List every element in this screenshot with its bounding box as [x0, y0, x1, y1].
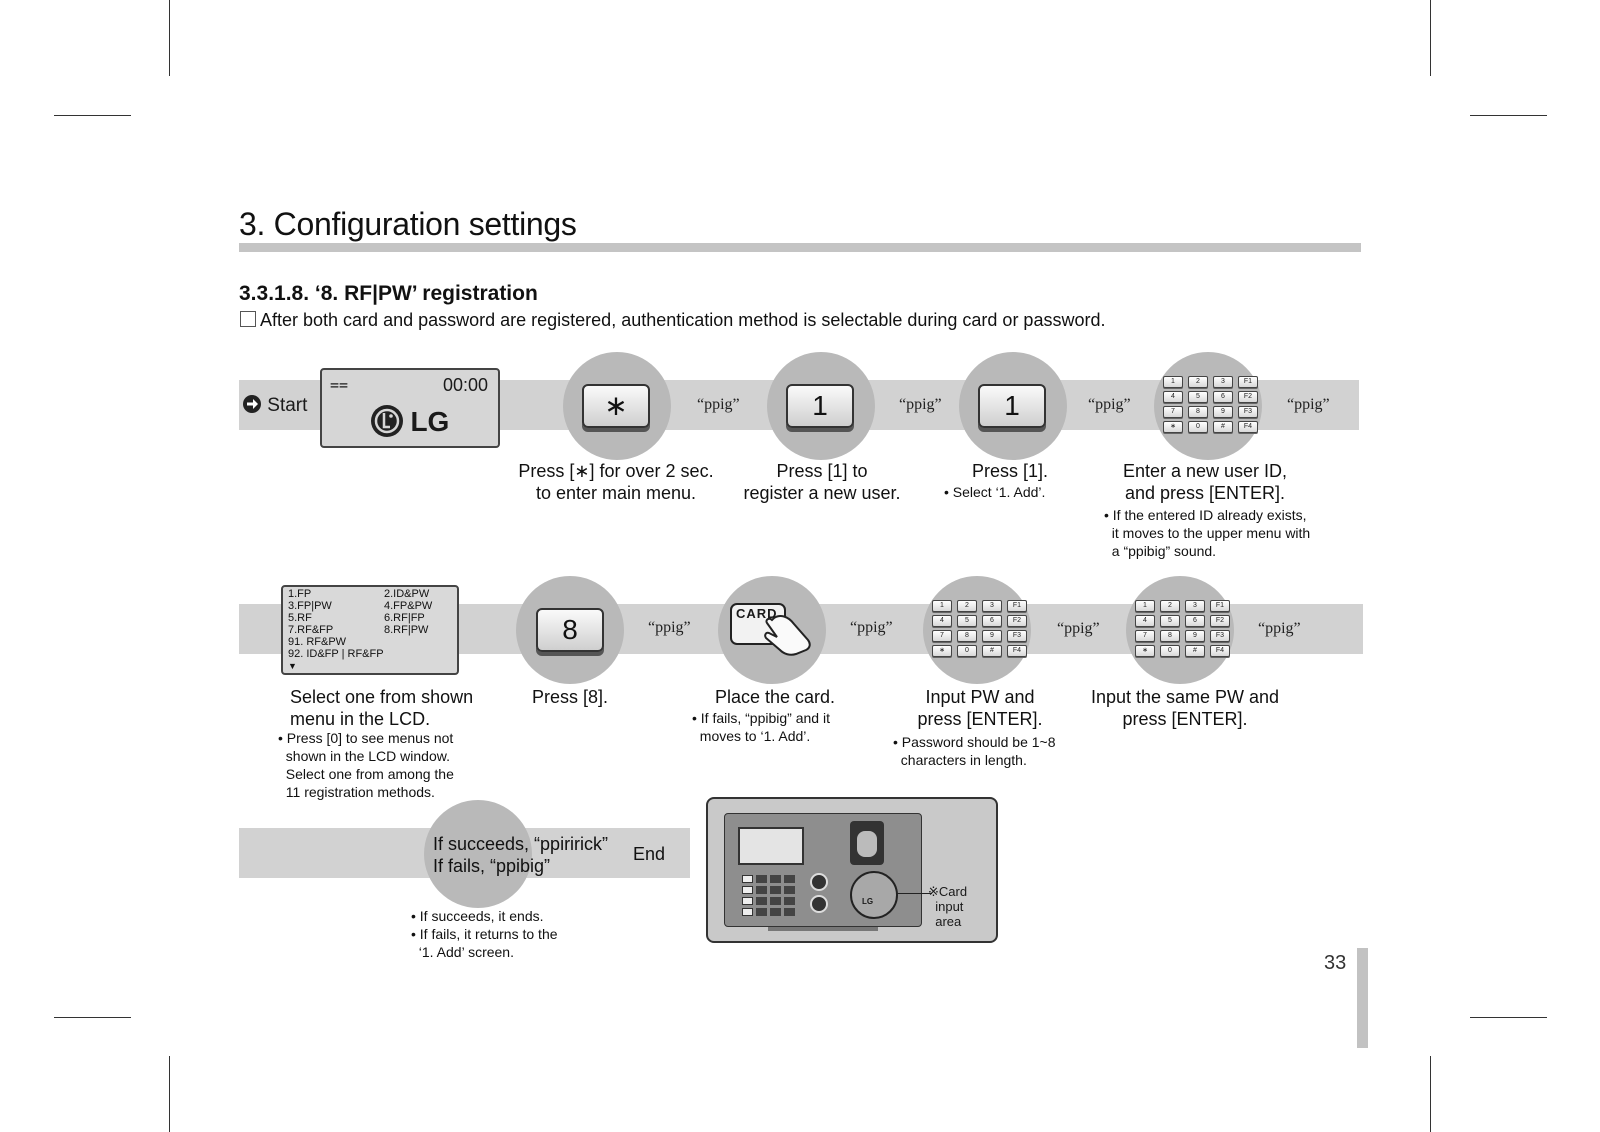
- card-icon: CARD: [730, 602, 814, 661]
- lcd-menu-screen: 1.FP 2.ID&PW 3.FP|PW 4.FP&PW 5.RF 6.RF|F…: [281, 585, 459, 675]
- step-caption: Input the same PW and press [ENTER].: [1090, 687, 1280, 729]
- card-area-callout: ※Card input area: [928, 884, 968, 929]
- card-label: CARD: [736, 606, 778, 621]
- lcd-idle-screen: == 00:00 LG: [320, 368, 500, 448]
- page-tab-bar: [1357, 948, 1368, 1048]
- end-label: End: [633, 844, 666, 864]
- checkbox-icon: [240, 311, 256, 327]
- step-caption: Press [1] to register a new user.: [743, 461, 901, 503]
- lcd-clock: 00:00: [442, 375, 488, 395]
- sound-label: “ppig”: [1258, 620, 1301, 637]
- star-key: ∗: [582, 384, 650, 428]
- device-logo: LG: [862, 897, 874, 906]
- key-1: 1: [978, 384, 1046, 428]
- sound-label: “ppig”: [899, 396, 942, 413]
- card-hand-icon: [730, 603, 811, 656]
- step-caption: Select one from shown menu in the LCD.: [290, 687, 474, 729]
- step-note: • Select ‘1. Add’.: [944, 484, 1046, 500]
- sound-label: “ppig”: [648, 619, 691, 636]
- menu-item: 1.FP: [288, 588, 312, 600]
- device-base: [768, 927, 878, 931]
- device-button: [810, 873, 828, 891]
- arrow-circle-icon: [243, 395, 261, 413]
- device-screen: [738, 827, 804, 865]
- start-marker: Start: [242, 394, 307, 417]
- step-note: • Password should be 1~8 characters in l…: [893, 734, 1056, 768]
- menu-item: 92. ID&FP | RF&FP: [288, 648, 384, 660]
- step-note: • If fails, “ppibig” and it moves to ‘1.…: [692, 710, 830, 744]
- sound-label: “ppig”: [697, 396, 740, 413]
- lg-logo: LG: [370, 404, 449, 438]
- step-caption: Input PW and press [ENTER].: [917, 687, 1043, 729]
- result-note: • If succeeds, it ends. • If fails, it r…: [411, 908, 558, 960]
- step-caption: Press [1].: [971, 461, 1049, 481]
- sound-label: “ppig”: [1088, 396, 1131, 413]
- step-caption: Press [8].: [531, 687, 609, 707]
- card-reader-area: LG: [850, 871, 898, 919]
- intro-text: After both card and password are registe…: [240, 310, 1105, 331]
- terminal-device: LG ※Card input area: [706, 797, 998, 943]
- crop-mark: [54, 115, 131, 116]
- crop-mark: [169, 1056, 170, 1132]
- title-rule: [239, 243, 1361, 252]
- menu-item: 6.RF|FP: [384, 612, 425, 624]
- menu-item: 91. RF&PW: [288, 636, 347, 648]
- start-label: Start: [267, 395, 308, 416]
- lg-wordmark: LG: [410, 406, 450, 437]
- menu-item: 5.RF: [288, 612, 312, 624]
- crop-mark: [1430, 1056, 1431, 1132]
- step-note: • If the entered ID already exists, it m…: [1104, 507, 1311, 559]
- step-caption: Press [∗] for over 2 sec. to enter main …: [518, 461, 714, 503]
- crop-mark: [54, 1017, 131, 1018]
- fingerprint-sensor: [850, 821, 884, 865]
- step-caption: Place the card.: [714, 687, 836, 707]
- crop-mark: [1470, 1017, 1547, 1018]
- sound-label: “ppig”: [1287, 396, 1330, 413]
- result-text: If succeeds, “ppiririck” If fails, “ppib…: [433, 834, 609, 876]
- crop-mark: [169, 0, 170, 76]
- menu-item: 4.FP&PW: [384, 600, 433, 612]
- page-number: 33: [1324, 952, 1347, 974]
- menu-item: 7.RF&FP: [288, 624, 334, 636]
- sound-label: “ppig”: [850, 619, 893, 636]
- intro-sentence: After both card and password are registe…: [260, 310, 1106, 330]
- step-note: • Press [0] to see menus not shown in th…: [278, 730, 454, 800]
- device-keypad: [742, 875, 795, 916]
- subsection-title: 3.3.1.8. ‘8. RF|PW’ registration: [239, 282, 538, 305]
- crop-mark: [1430, 0, 1431, 76]
- lg-logo-icon: [371, 405, 403, 437]
- scroll-down-icon: ▼: [288, 661, 297, 671]
- crop-mark: [1470, 115, 1547, 116]
- step-caption: Enter a new user ID, and press [ENTER].: [1122, 461, 1288, 503]
- menu-item: 3.FP|PW: [288, 600, 332, 612]
- menu-item: 2.ID&PW: [384, 588, 430, 600]
- key-8: 8: [536, 608, 604, 652]
- section-title: 3. Configuration settings: [239, 206, 577, 242]
- device-button: [810, 895, 828, 913]
- menu-item: 8.RF|PW: [384, 624, 429, 636]
- key-1: 1: [786, 384, 854, 428]
- callout-line: [896, 893, 932, 894]
- sound-label: “ppig”: [1057, 620, 1100, 637]
- result-circle: [424, 800, 532, 908]
- lcd-status-text: ==: [330, 376, 349, 394]
